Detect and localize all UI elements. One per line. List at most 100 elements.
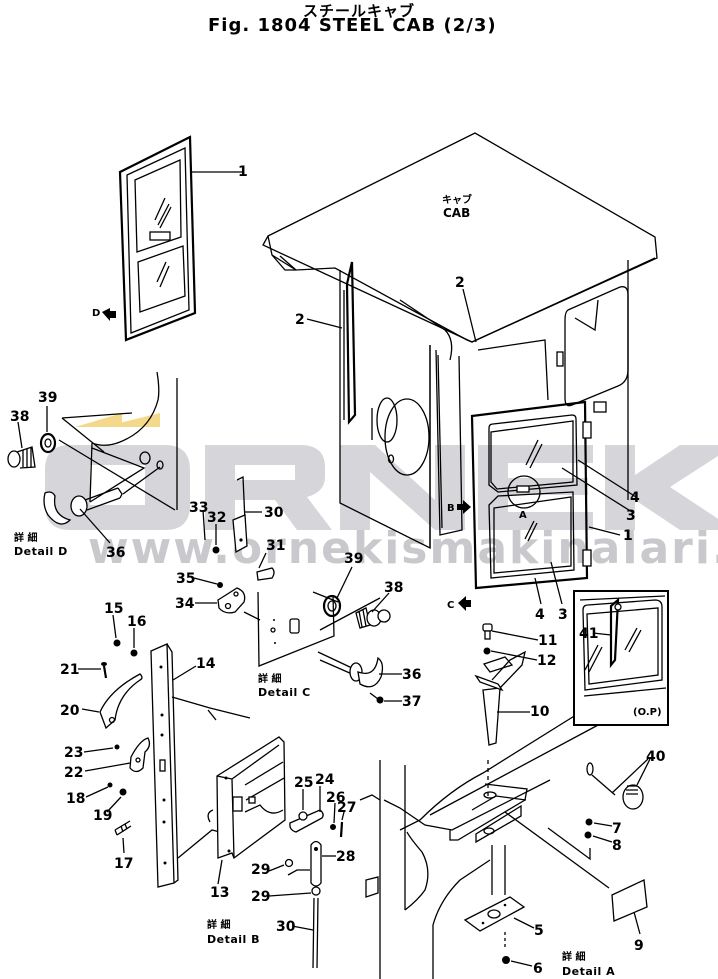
callout-39-detail-c: 39	[344, 551, 363, 567]
detail-d-caption: Detail D	[14, 545, 68, 558]
callout-41: 41	[579, 626, 598, 642]
view-arrow-c: C	[447, 596, 471, 611]
part-32-nut	[212, 546, 220, 554]
callout-38-detail-c: 38	[384, 580, 403, 596]
part-18-screw	[107, 782, 113, 788]
callout-30-top: 30	[264, 505, 284, 521]
part-31-pin	[256, 567, 275, 581]
callout-33: 33	[189, 500, 208, 516]
part-23-screw	[114, 744, 120, 750]
title-japanese: スチールキャブ	[302, 2, 415, 20]
detail-d-jp: 詳 細	[14, 531, 37, 544]
part-29-nut-a	[284, 858, 294, 868]
callout-17: 17	[114, 856, 133, 872]
part-6-bolt	[502, 956, 510, 964]
view-arrow-d-label: D	[92, 308, 100, 319]
watermark-letter-e	[478, 445, 593, 530]
callout-22: 22	[64, 765, 83, 781]
callout-27: 27	[337, 800, 356, 816]
callout-2-left-seal: 2	[295, 312, 305, 328]
callout-38-detail-d: 38	[10, 409, 29, 425]
detail-a-caption: Detail A	[562, 965, 615, 978]
callout-14: 14	[196, 656, 216, 672]
callout-5: 5	[534, 923, 544, 939]
part-13-lock-body	[207, 736, 286, 860]
part-29-nut-b	[311, 886, 321, 896]
detail-c-jp: 詳 細	[258, 672, 281, 685]
part-16-washer	[130, 649, 138, 657]
part-17-screw	[114, 820, 132, 836]
cab-label-jp: キャブ	[442, 193, 472, 206]
detail-a-jp: 詳 細	[562, 950, 585, 963]
callout-29-a: 29	[251, 862, 270, 878]
callout-28: 28	[336, 849, 355, 865]
callout-19: 19	[93, 808, 112, 824]
detail-d-panel	[58, 371, 178, 511]
callout-20: 20	[60, 703, 80, 719]
part-35-bolt	[217, 582, 223, 588]
callout-21: 21	[60, 662, 79, 678]
callout-9: 9	[634, 938, 644, 954]
callout-39-detail-d: 39	[38, 390, 57, 406]
callout-35: 35	[176, 571, 195, 587]
callout-15: 15	[104, 601, 123, 617]
part-34-bracket	[217, 587, 246, 614]
callout-13: 13	[210, 885, 229, 901]
callout-23: 23	[64, 745, 83, 761]
watermark-accent-1	[75, 413, 122, 427]
part-28-link	[287, 840, 322, 887]
part-15-bolt	[113, 639, 121, 647]
part-36-handle-d	[43, 487, 123, 525]
detail-c-panel	[243, 591, 381, 667]
part-24-lever-pin	[289, 809, 324, 833]
callout-30-bottom: 30	[276, 919, 296, 935]
cab-body	[262, 132, 658, 550]
part-11-bolt	[482, 623, 493, 640]
detail-c-caption: Detail C	[258, 686, 311, 699]
callout-6: 6	[533, 961, 543, 977]
callout-36-detail-d: 36	[106, 545, 125, 561]
view-arrow-c-label: C	[447, 600, 454, 611]
callout-16: 16	[127, 614, 146, 630]
part-27-pin	[339, 821, 344, 838]
detail-b-caption: Detail B	[207, 933, 260, 946]
callout-3-lower-glass: 3	[558, 607, 568, 623]
part-37-screw	[376, 696, 384, 704]
callout-12: 12	[537, 653, 556, 669]
callout-25: 25	[294, 775, 313, 791]
detail-circle-a-label: A	[519, 510, 527, 521]
watermark-letter-r	[205, 445, 332, 530]
part-12-washer	[483, 647, 491, 655]
callout-11: 11	[538, 633, 557, 649]
part-10-striker	[474, 650, 526, 800]
callout-7: 7	[612, 821, 622, 837]
callout-29-b: 29	[251, 889, 270, 905]
callout-2-top-seal: 2	[455, 275, 465, 291]
part-30-rod-bottom	[312, 897, 319, 969]
callout-1-door: 1	[238, 164, 248, 180]
door-assembly-detail-d	[118, 135, 244, 342]
part-39-washer-c	[322, 594, 342, 618]
part-22-cam	[129, 737, 151, 773]
watermark: www.ornekismakinalari.com.tr	[45, 413, 718, 574]
callout-8: 8	[612, 838, 622, 854]
cab-label-en: CAB	[443, 206, 470, 220]
callout-24: 24	[315, 772, 335, 788]
part-19-washer	[119, 788, 127, 796]
part-7-nut	[585, 818, 593, 826]
callout-4-lower-seal: 4	[535, 607, 545, 623]
callout-18: 18	[66, 791, 85, 807]
callout-34: 34	[175, 596, 195, 612]
part-21-screw	[101, 662, 108, 679]
part-20-lever	[99, 673, 143, 730]
view-arrow-d: D	[92, 308, 116, 321]
watermark-letter-n	[340, 445, 465, 530]
part-8-washer	[584, 831, 592, 839]
detail-b-jp: 詳 細	[207, 918, 230, 931]
callout-3-upper-glass: 3	[626, 508, 636, 524]
part-38-lock-cylinder-d	[7, 446, 36, 469]
watermark-letter-k	[605, 445, 718, 530]
callout-1-cab-door: 1	[623, 528, 633, 544]
